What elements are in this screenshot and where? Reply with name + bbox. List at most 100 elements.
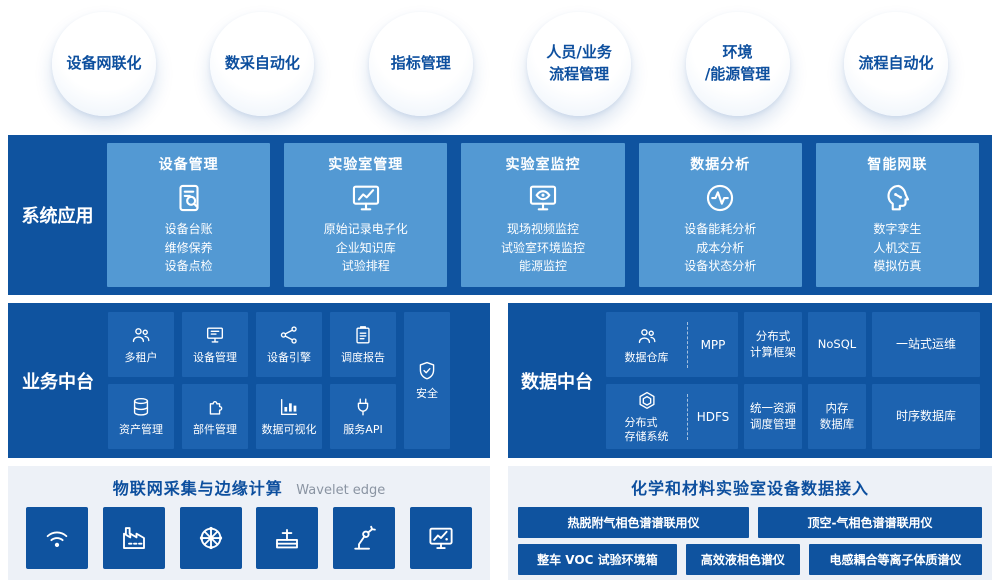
business-tile-row: 资产管理 部件管理数据可视化服务API — [108, 384, 396, 449]
tile-label: 数据仓库 — [624, 350, 669, 364]
data-platform-tile: 内存数据库 — [808, 384, 866, 449]
tile-label: 资产管理 — [119, 423, 163, 437]
iot-edge-title-text: 物联网采集与边缘计算 — [112, 479, 283, 498]
monitor-eye-icon — [526, 181, 560, 215]
app-card: 数据分析设备能耗分析成本分析设备状态分析 — [638, 143, 802, 287]
instrument-tile: 高效液相色谱仪 — [685, 544, 801, 575]
monitor-view-icon — [426, 523, 456, 553]
capability-circles: 设备网联化数采自动化指标管理人员/业务流程管理环境/能源管理流程自动化 — [52, 8, 948, 120]
business-tile: 设备管理 — [182, 312, 248, 377]
section-label-system-apps: 系统应用 — [21, 206, 94, 227]
instrument-tile: 电感耦合等离子体质谱仪 — [809, 544, 982, 575]
lab-access-tiles: 热脱附气相色谱谱联用仪顶空-气相色谱谱联用仪整车 VOC 试验环境箱高效液相色谱… — [508, 499, 992, 575]
instrument-tile: 顶空-气相色谱谱联用仪 — [758, 507, 982, 538]
instrument-row: 整车 VOC 试验环境箱高效液相色谱仪电感耦合等离子体质谱仪 — [518, 544, 982, 575]
app-card-title: 实验室管理 — [328, 157, 404, 173]
capability-circle: 设备网联化 — [52, 12, 156, 116]
bottom-row: 物联网采集与边缘计算 Wavelet edge 化学和材料实验室设备数据接入 热… — [8, 466, 992, 580]
iot-tile — [179, 507, 242, 569]
data-combo-secondary: MPP — [700, 337, 726, 352]
shield-icon — [416, 360, 438, 382]
report-icon — [352, 324, 374, 346]
dashed-divider — [687, 321, 688, 368]
instrument-row: 热脱附气相色谱谱联用仪顶空-气相色谱谱联用仪 — [518, 507, 982, 538]
app-card-item: 模拟仿真 — [873, 259, 922, 274]
capability-circle: 流程自动化 — [843, 12, 948, 116]
capability-label-line: 设备网联化 — [66, 54, 142, 73]
app-card-items: 现场视频监控试验室环境监控能源监控 — [461, 220, 624, 276]
database-icon — [130, 396, 152, 418]
instrument-tile: 热脱附气相色谱谱联用仪 — [518, 507, 750, 538]
capability-circle: 人员/业务流程管理 — [527, 12, 632, 116]
instrument-tile: 整车 VOC 试验环境箱 — [518, 544, 677, 575]
head-ai-icon — [880, 181, 914, 215]
dashed-divider — [687, 393, 688, 440]
app-card: 实验室监控现场视频监控试验室环境监控能源监控 — [461, 143, 625, 287]
plug-icon — [352, 396, 374, 418]
app-card-item: 试验室环境监控 — [501, 240, 586, 255]
iot-tiles — [8, 499, 490, 569]
pulse-icon — [703, 181, 737, 215]
data-combo-secondary: HDFS — [696, 409, 730, 424]
app-card-title: 智能网联 — [867, 157, 928, 173]
app-card-item: 设备点检 — [164, 259, 213, 274]
tile-label: 设备管理 — [193, 351, 237, 365]
tile-label: 多租户 — [124, 351, 158, 365]
tile-label: 调度报告 — [341, 351, 385, 365]
app-card-item: 现场视频监控 — [507, 222, 580, 236]
data-platform-tile: 分布式计算框架 — [744, 312, 802, 377]
data-platform-tile: 时序数据库 — [872, 384, 980, 449]
puzzle-icon — [204, 396, 226, 418]
app-card-items: 原始记录电子化企业知识库试验排程 — [284, 220, 447, 276]
users-icon — [636, 325, 658, 347]
iot-tile — [333, 507, 396, 569]
app-card-items: 数字孪生人机交互模拟仿真 — [816, 220, 979, 276]
business-tile: 数据可视化 — [256, 384, 322, 449]
app-card-item: 数字孪生 — [873, 222, 922, 236]
capability-label-line: 流程自动化 — [858, 54, 934, 73]
globe-net-icon — [196, 523, 226, 553]
data-platform-tile: 统一资源调度管理 — [744, 384, 802, 449]
business-tile-rows: 多租户 设备管理 设备引擎调度报告资产管理 部件管理数据可视化服务API — [108, 312, 396, 449]
data-platform-tile: NoSQL — [808, 312, 866, 377]
capability-label-line: 流程管理 — [549, 65, 610, 83]
app-card-item: 设备能耗分析 — [684, 222, 757, 236]
capability-label-line: /能源管理 — [704, 65, 771, 83]
share-icon — [278, 324, 300, 346]
data-combo-primary: 数据仓库 — [606, 325, 687, 365]
iot-tile — [256, 507, 319, 569]
tile-label: 分布式存储系统 — [624, 415, 669, 443]
app-card-item: 企业知识库 — [335, 240, 396, 255]
app-card: 实验室管理原始记录电子化企业知识库试验排程 — [284, 143, 448, 287]
valve-icon — [272, 523, 302, 553]
business-tile: 服务API — [330, 384, 396, 449]
app-card-item: 试验排程 — [341, 259, 390, 274]
chart-icon — [278, 396, 300, 418]
users-icon — [130, 324, 152, 346]
app-card-item: 原始记录电子化 — [323, 222, 408, 236]
business-tile: 多租户 — [108, 312, 174, 377]
app-card-item: 成本分析 — [696, 240, 745, 255]
iot-edge-title: 物联网采集与边缘计算 Wavelet edge — [8, 466, 490, 499]
business-tile: 设备引擎 — [256, 312, 322, 377]
section-label-business-platform: 业务中台 — [22, 371, 94, 393]
doc-search-icon — [172, 181, 206, 215]
capability-circle: 数采自动化 — [210, 12, 315, 116]
iot-tile — [26, 507, 88, 569]
business-tile: 部件管理 — [182, 384, 248, 449]
app-card-title: 设备管理 — [158, 157, 219, 173]
wifi-icon — [42, 523, 72, 553]
tile-label: 数据可视化 — [261, 423, 317, 437]
data-combo-tile: 分布式存储系统 HDFS — [606, 384, 738, 449]
app-card-title: 数据分析 — [690, 157, 751, 173]
system-app-cards: 设备管理设备台账维修保养设备点检实验室管理原始记录电子化企业知识库试验排程实验室… — [107, 143, 992, 287]
system-apps-section: 系统应用 设备管理设备台账维修保养设备点检实验室管理原始记录电子化企业知识库试验… — [8, 135, 992, 295]
app-card-item: 设备台账 — [164, 222, 213, 236]
